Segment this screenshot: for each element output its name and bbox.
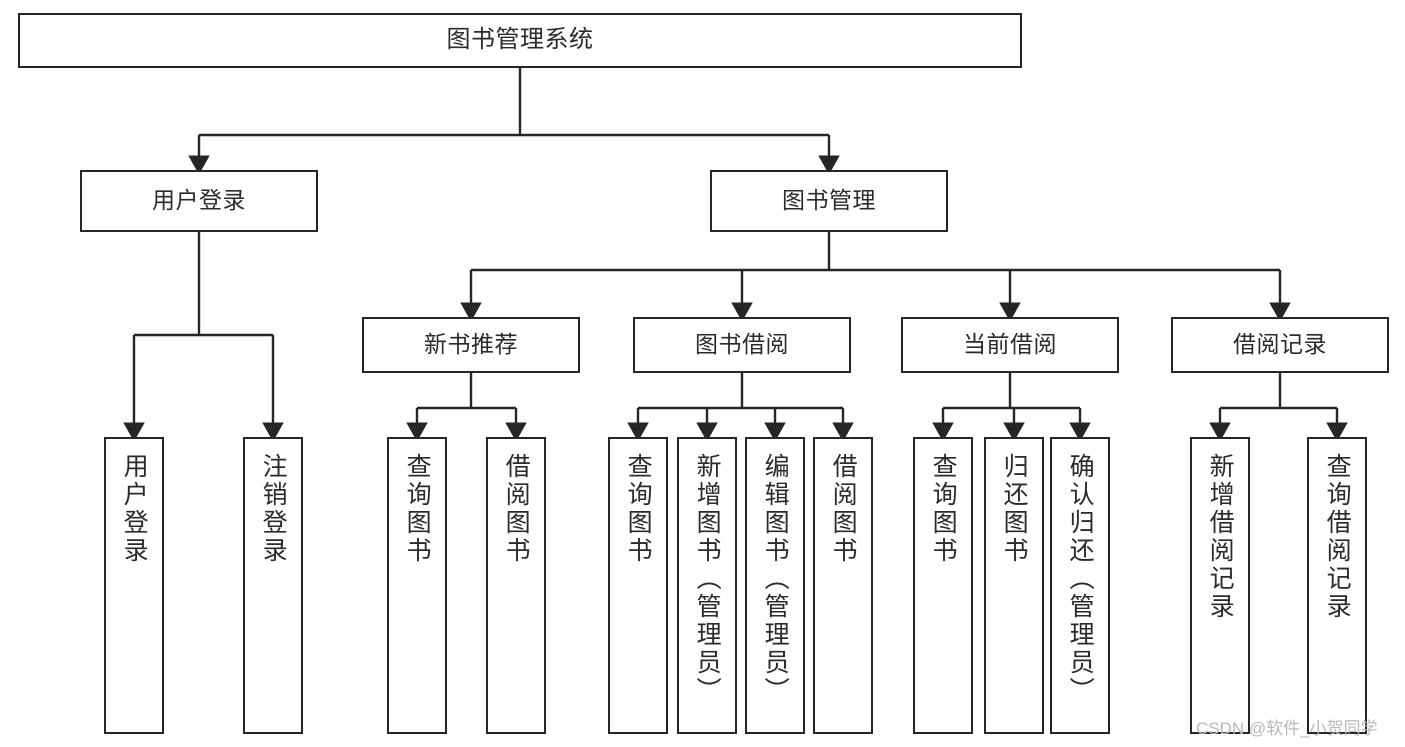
node-user-login-label: 用户登录 (152, 187, 246, 214)
node-leaf-add-record-label: 新增借阅记录 (1206, 453, 1235, 621)
node-book-management[interactable]: 图书管理 (710, 170, 948, 232)
node-leaf-query-record[interactable]: 查询借阅记录 (1307, 437, 1367, 734)
node-leaf-user-login[interactable]: 用户登录 (104, 437, 164, 734)
node-leaf-edit-book[interactable]: 编辑图书（管理员） (745, 437, 805, 734)
node-leaf-borrow-book-1-label: 借阅图书 (502, 453, 531, 565)
node-leaf-query-book-2-label: 查询图书 (624, 453, 653, 565)
node-root[interactable]: 图书管理系统 (18, 13, 1022, 68)
node-user-login[interactable]: 用户登录 (80, 170, 318, 232)
node-leaf-user-login-label: 用户登录 (120, 453, 149, 565)
node-leaf-return-book-label: 归还图书 (1000, 453, 1029, 565)
node-leaf-confirm-return[interactable]: 确认归还（管理员） (1050, 437, 1110, 734)
node-borrow-record[interactable]: 借阅记录 (1171, 317, 1389, 373)
node-leaf-confirm-return-label: 确认归还（管理员） (1066, 453, 1095, 705)
node-leaf-query-book-2[interactable]: 查询图书 (608, 437, 668, 734)
node-leaf-add-record[interactable]: 新增借阅记录 (1190, 437, 1250, 734)
node-leaf-query-book-1[interactable]: 查询图书 (387, 437, 447, 734)
node-current-borrow-label: 当前借阅 (963, 331, 1057, 358)
node-book-borrow-label: 图书借阅 (695, 331, 789, 358)
watermark: CSDN @软件_小贺同学 (1196, 719, 1378, 738)
node-current-borrow[interactable]: 当前借阅 (901, 317, 1119, 373)
node-leaf-add-book[interactable]: 新增图书（管理员） (677, 437, 737, 734)
node-leaf-query-book-1-label: 查询图书 (403, 453, 432, 565)
node-leaf-borrow-book-2-label: 借阅图书 (829, 453, 858, 565)
node-new-book-recommend-label: 新书推荐 (424, 331, 518, 358)
node-root-label: 图书管理系统 (446, 26, 594, 54)
node-leaf-query-record-label: 查询借阅记录 (1323, 453, 1352, 621)
node-book-management-label: 图书管理 (782, 187, 876, 214)
node-leaf-query-book-3[interactable]: 查询图书 (913, 437, 973, 734)
node-leaf-edit-book-label: 编辑图书（管理员） (761, 453, 790, 705)
node-new-book-recommend[interactable]: 新书推荐 (362, 317, 580, 373)
node-book-borrow[interactable]: 图书借阅 (633, 317, 851, 373)
node-leaf-borrow-book-1[interactable]: 借阅图书 (486, 437, 546, 734)
node-leaf-logout-label: 注销登录 (259, 453, 288, 565)
node-leaf-logout[interactable]: 注销登录 (243, 437, 303, 734)
node-borrow-record-label: 借阅记录 (1233, 331, 1327, 358)
node-leaf-query-book-3-label: 查询图书 (929, 453, 958, 565)
node-leaf-return-book[interactable]: 归还图书 (984, 437, 1044, 734)
node-leaf-add-book-label: 新增图书（管理员） (693, 453, 722, 705)
node-leaf-borrow-book-2[interactable]: 借阅图书 (813, 437, 873, 734)
